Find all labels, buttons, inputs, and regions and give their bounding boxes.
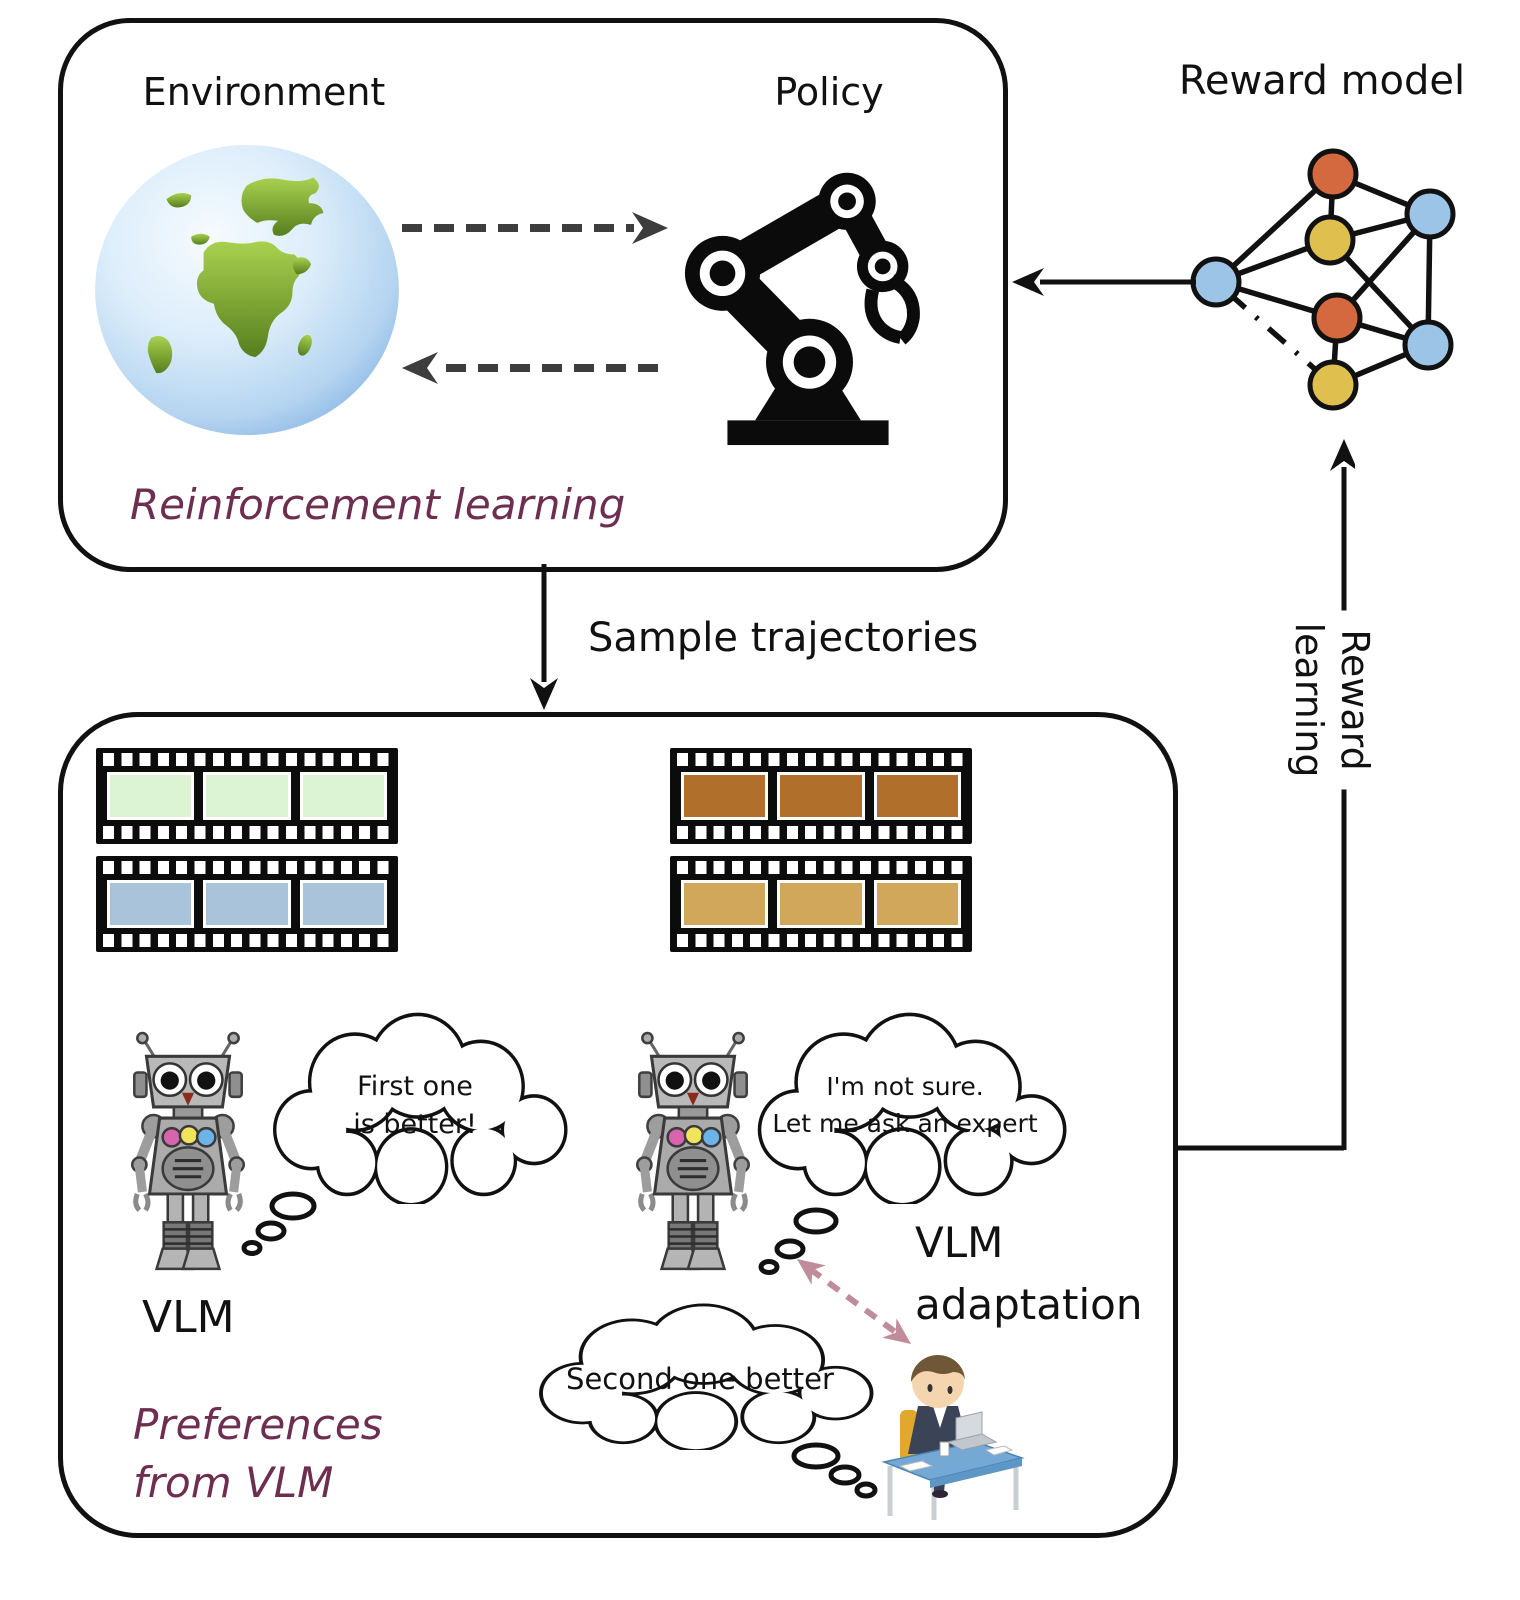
film-frame <box>299 772 387 820</box>
sample-trajectories-label: Sample trajectories <box>588 615 979 661</box>
trajectory-film-strip-green <box>96 748 398 844</box>
right-thought-bubble-text: I'm not sure. Let me ask an expert <box>772 1072 1038 1138</box>
network-node <box>1402 319 1454 371</box>
bottom-thought-trail <box>791 1442 878 1499</box>
network-node <box>1311 292 1363 344</box>
network-node <box>1307 359 1359 411</box>
earth-icon <box>95 144 399 436</box>
rl-caption: Reinforcement learning <box>130 480 626 529</box>
film-frame <box>681 880 769 928</box>
policy-label: Policy <box>774 70 884 114</box>
network-node <box>1307 148 1359 200</box>
film-frame <box>203 880 291 928</box>
human-expert-icon <box>878 1342 1028 1522</box>
left-thought-bubble-text: First one is better! <box>353 1071 477 1140</box>
action-arrow <box>402 352 658 384</box>
right-thought-trail <box>758 1207 839 1275</box>
vlm-label: VLM <box>142 1292 235 1343</box>
reward-learning-arrow <box>1171 439 1355 1151</box>
film-sprockets <box>677 753 965 766</box>
film-frame <box>107 772 195 820</box>
neural-network-icon <box>1190 148 1456 411</box>
film-sprockets <box>677 934 965 947</box>
sample-trajectories-arrow <box>530 564 558 710</box>
film-sprockets <box>677 861 965 874</box>
film-sprockets <box>103 826 391 839</box>
film-sprockets <box>103 861 391 874</box>
reward-learning-label: Reward learning <box>1280 610 1384 790</box>
film-sprockets <box>103 934 391 947</box>
environment-policy-arrows <box>402 212 668 384</box>
reward-model-title: Reward model <box>1178 58 1466 104</box>
robot-arm-icon <box>678 152 940 448</box>
network-node <box>1304 214 1356 266</box>
environment-label: Environment <box>142 70 386 114</box>
film-frame <box>873 772 961 820</box>
film-frame <box>299 880 387 928</box>
film-frame <box>107 880 195 928</box>
preferences-caption: Preferences from VLM <box>133 1400 383 1507</box>
vlm-expert-arrow <box>797 1259 911 1344</box>
film-frame <box>681 772 769 820</box>
vlm-adaptation-label: VLM adaptation <box>915 1218 1143 1329</box>
bottom-thought-bubble-text: Second one better <box>566 1362 834 1396</box>
film-frame <box>777 880 865 928</box>
network-node <box>1404 188 1456 240</box>
reward-to-policy-arrow <box>1012 268 1196 296</box>
film-sprockets <box>103 753 391 766</box>
trajectory-film-strip-brown <box>670 748 972 844</box>
film-sprockets <box>677 826 965 839</box>
trajectory-film-strip-tan <box>670 856 972 952</box>
state-arrow <box>402 212 668 244</box>
film-frame <box>203 772 291 820</box>
left-thought-trail <box>241 1191 317 1256</box>
film-frame <box>873 880 961 928</box>
film-frame <box>777 772 865 820</box>
trajectory-film-strip-blue <box>96 856 398 952</box>
